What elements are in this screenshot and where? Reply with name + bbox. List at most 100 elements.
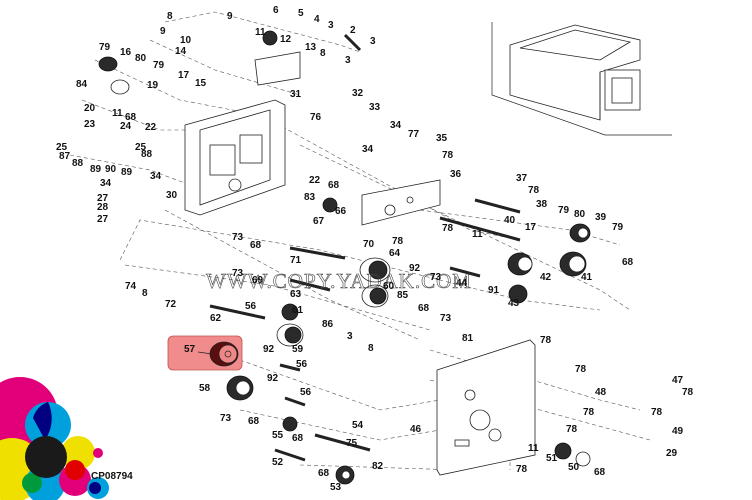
callout-label-68: 68	[125, 112, 137, 123]
callout-label-73: 73	[440, 313, 452, 324]
callout-label-17: 17	[525, 222, 537, 233]
callout-label-68: 68	[292, 433, 304, 444]
callout-label-68: 68	[594, 467, 606, 478]
callout-label-58: 58	[199, 383, 211, 394]
callout-label-80: 80	[135, 53, 147, 64]
gears	[98, 30, 591, 485]
callout-label-73: 73	[220, 413, 232, 424]
callout-label-48: 48	[595, 387, 607, 398]
callout-label-88: 88	[72, 158, 84, 169]
callout-label-32: 32	[352, 88, 364, 99]
callout-label-43: 43	[508, 298, 520, 309]
callout-label-8: 8	[167, 11, 173, 22]
callout-label-78: 78	[540, 335, 552, 346]
highlight-part-57[interactable]	[167, 335, 243, 371]
callout-label-70: 70	[363, 239, 375, 250]
callout-label-78: 78	[442, 150, 454, 161]
callout-label-41: 41	[581, 272, 593, 283]
callout-label-85: 85	[397, 290, 409, 301]
callout-label-73: 73	[232, 268, 244, 279]
shafts	[209, 33, 521, 462]
callout-label-34: 34	[100, 178, 112, 189]
callout-label-42: 42	[540, 272, 552, 283]
callout-label-74: 74	[125, 281, 137, 292]
callout-label-51: 51	[546, 453, 558, 464]
callout-label-8: 8	[368, 343, 374, 354]
callout-label-81: 81	[462, 333, 474, 344]
plate-36	[361, 179, 441, 226]
callout-label-68: 68	[418, 303, 430, 314]
callout-label-40: 40	[504, 215, 516, 226]
callout-label-30: 30	[166, 190, 178, 201]
callout-label-17: 17	[178, 70, 190, 81]
callout-label-39: 39	[595, 212, 607, 223]
callout-label-34: 34	[362, 144, 374, 155]
logo-black-circle	[25, 436, 67, 478]
callout-label-11: 11	[112, 108, 123, 119]
callout-label-78: 78	[583, 407, 595, 418]
callout-label-8: 8	[320, 48, 326, 59]
callout-label-16: 16	[120, 47, 132, 58]
callout-label-86: 86	[322, 319, 334, 330]
callout-label-5: 5	[298, 8, 304, 19]
callout-label-49: 49	[672, 426, 684, 437]
callout-label-29: 29	[666, 448, 678, 459]
callout-label-61: 61	[292, 305, 304, 316]
callout-label-28: 28	[97, 202, 109, 213]
callout-label-44: 44	[456, 278, 468, 289]
callout-label-79: 79	[99, 42, 111, 53]
side-plate-46	[436, 339, 536, 476]
callout-label-25: 25	[56, 142, 68, 153]
callout-label-92: 92	[409, 263, 421, 274]
callout-label-50: 50	[568, 462, 580, 473]
callout-label-91: 91	[488, 285, 500, 296]
callout-label-36: 36	[450, 169, 462, 180]
callout-label-31: 31	[290, 89, 302, 100]
callout-label-73: 73	[232, 232, 244, 243]
callout-label-77: 77	[408, 129, 420, 140]
callout-label-75: 75	[346, 438, 358, 449]
callout-label-3: 3	[347, 331, 353, 342]
callout-label-9: 9	[160, 26, 166, 37]
figure-code: CP08794	[91, 471, 133, 482]
callout-label-11: 11	[255, 27, 266, 38]
callout-label-25: 25	[135, 142, 147, 153]
callout-label-59: 59	[292, 344, 304, 355]
callout-label-88: 88	[141, 149, 153, 160]
main-frame-31	[184, 99, 286, 216]
callout-label-78: 78	[566, 424, 578, 435]
callout-label-23: 23	[84, 119, 96, 130]
callout-label-71: 71	[290, 255, 302, 266]
callout-label-82: 82	[372, 461, 384, 472]
callout-label-89: 89	[121, 167, 133, 178]
callout-label-78: 78	[682, 387, 694, 398]
callout-label-57: 57	[184, 344, 196, 355]
callout-label-22: 22	[145, 122, 157, 133]
callout-label-27: 27	[97, 214, 109, 225]
callout-label-78: 78	[651, 407, 663, 418]
callout-label-56: 56	[245, 301, 257, 312]
callout-label-79: 79	[558, 205, 570, 216]
callout-label-3: 3	[370, 36, 376, 47]
callout-label-68: 68	[248, 416, 260, 427]
callout-label-24: 24	[120, 121, 132, 132]
callout-label-78: 78	[442, 223, 454, 234]
callout-label-53: 53	[330, 482, 342, 493]
callout-label-8: 8	[142, 288, 148, 299]
cmyk-logo	[0, 377, 109, 500]
callout-label-67: 67	[313, 216, 325, 227]
callout-label-68: 68	[328, 180, 340, 191]
callout-label-38: 38	[536, 199, 548, 210]
callout-label-4: 4	[314, 14, 320, 25]
callout-label-80: 80	[574, 209, 586, 220]
callout-label-62: 62	[210, 313, 222, 324]
callout-label-78: 78	[516, 464, 528, 475]
callout-label-27: 27	[97, 193, 109, 204]
callout-label-72: 72	[165, 299, 177, 310]
callout-label-2: 2	[350, 25, 356, 36]
callout-label-3: 3	[345, 55, 351, 66]
callout-label-92: 92	[263, 344, 275, 355]
